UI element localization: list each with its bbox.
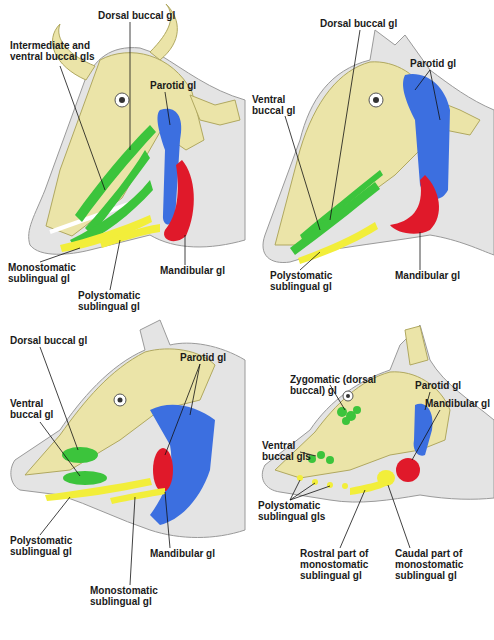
- gland-label: Polystomatic sublingual gl: [270, 270, 350, 292]
- gland-label: Monostomatic sublingual gl: [8, 262, 88, 284]
- gland-label: Parotid gl: [180, 352, 240, 363]
- gland-label: Parotid gl: [150, 80, 210, 91]
- gland-label: Ventral buccal gl: [252, 94, 307, 116]
- gland-label: Caudal part of monostomatic sublingual g…: [395, 548, 480, 581]
- pig-head: [11, 320, 245, 538]
- gland-label: Dorsal buccal gl: [320, 18, 420, 29]
- gland-label: Polystomatic sublingual gls: [258, 500, 338, 522]
- gland-label: Dorsal buccal gl: [10, 335, 110, 346]
- gland-label: Mandibular gl: [425, 398, 494, 409]
- gland-label: Polystomatic sublingual gl: [10, 535, 90, 557]
- gland-label: Mandibular gl: [160, 265, 240, 276]
- gland-label: Rostral part of monostomatic sublingual …: [300, 548, 380, 581]
- gland-label: Ventral buccal gl: [10, 398, 65, 420]
- gland-label: Dorsal buccal gl: [98, 10, 198, 21]
- gland-label: Mandibular gl: [395, 270, 475, 281]
- gland-label: Monostomatic sublingual gl: [90, 585, 170, 607]
- gland-label: Ventral buccal gls: [262, 440, 322, 462]
- dog-head: [262, 325, 494, 502]
- gland-label: Zygomatic (dorsal buccal) gl: [290, 374, 380, 396]
- gland-label: Intermediate and ventral buccal gls: [10, 40, 110, 62]
- leader-lines: [40, 22, 440, 585]
- gland-label: Polystomatic sublingual gl: [78, 290, 158, 312]
- horse-head: [263, 30, 494, 264]
- gland-label: Parotid gl: [415, 380, 475, 391]
- gland-label: Parotid gl: [410, 58, 470, 69]
- gland-label: Mandibular gl: [150, 548, 230, 559]
